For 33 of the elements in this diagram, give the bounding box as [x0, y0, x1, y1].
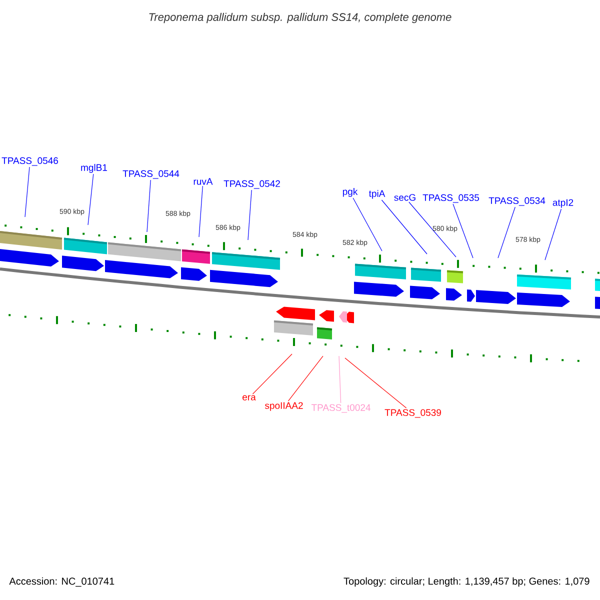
- gene-label: TPASS_t0024: [311, 404, 370, 413]
- gene-label: TPASS_0542: [224, 180, 280, 189]
- gene-label: pgk: [342, 188, 358, 197]
- gene-label: spoIIAA2: [265, 402, 303, 411]
- gene-label: TPASS_0544: [122, 170, 180, 179]
- gene-label: tpiA: [368, 190, 386, 199]
- leader-line: [544, 208, 562, 260]
- gene-label: TPASS_0546: [2, 157, 58, 166]
- gene-label: atpI2: [552, 199, 574, 208]
- leader-line: [381, 200, 428, 254]
- leader-line: [352, 198, 382, 252]
- leader-line: [498, 206, 516, 258]
- leader-line: [248, 190, 252, 240]
- leader-line: [146, 180, 151, 232]
- title: Treponema pallidum subsp. pallidum SS14, complete genome: [149, 12, 452, 24]
- accession-text: Accession: NC_010741: [9, 577, 114, 587]
- leader-line: [252, 354, 292, 394]
- leader-line: [338, 356, 342, 404]
- leader-line: [408, 202, 456, 258]
- leader-line: [344, 358, 407, 408]
- leader-line: [452, 204, 474, 258]
- gene-label: secG: [394, 194, 416, 201]
- leader-line: [198, 186, 203, 238]
- gene-label: ruvA: [194, 178, 213, 185]
- gene-label: TPASS_0534: [488, 197, 546, 206]
- leader-line: [88, 174, 94, 226]
- gene-label: mglB1: [81, 164, 107, 173]
- gene-label: era: [242, 395, 256, 400]
- leader-line: [288, 356, 324, 402]
- gene-label: TPASS_0539: [384, 409, 441, 418]
- gene-label: TPASS_0535: [422, 194, 480, 203]
- genome-info-text: Topology: circular; Length: 1,139,457 bp; Genes: 1,079: [344, 577, 590, 587]
- leader-line: [24, 166, 30, 218]
